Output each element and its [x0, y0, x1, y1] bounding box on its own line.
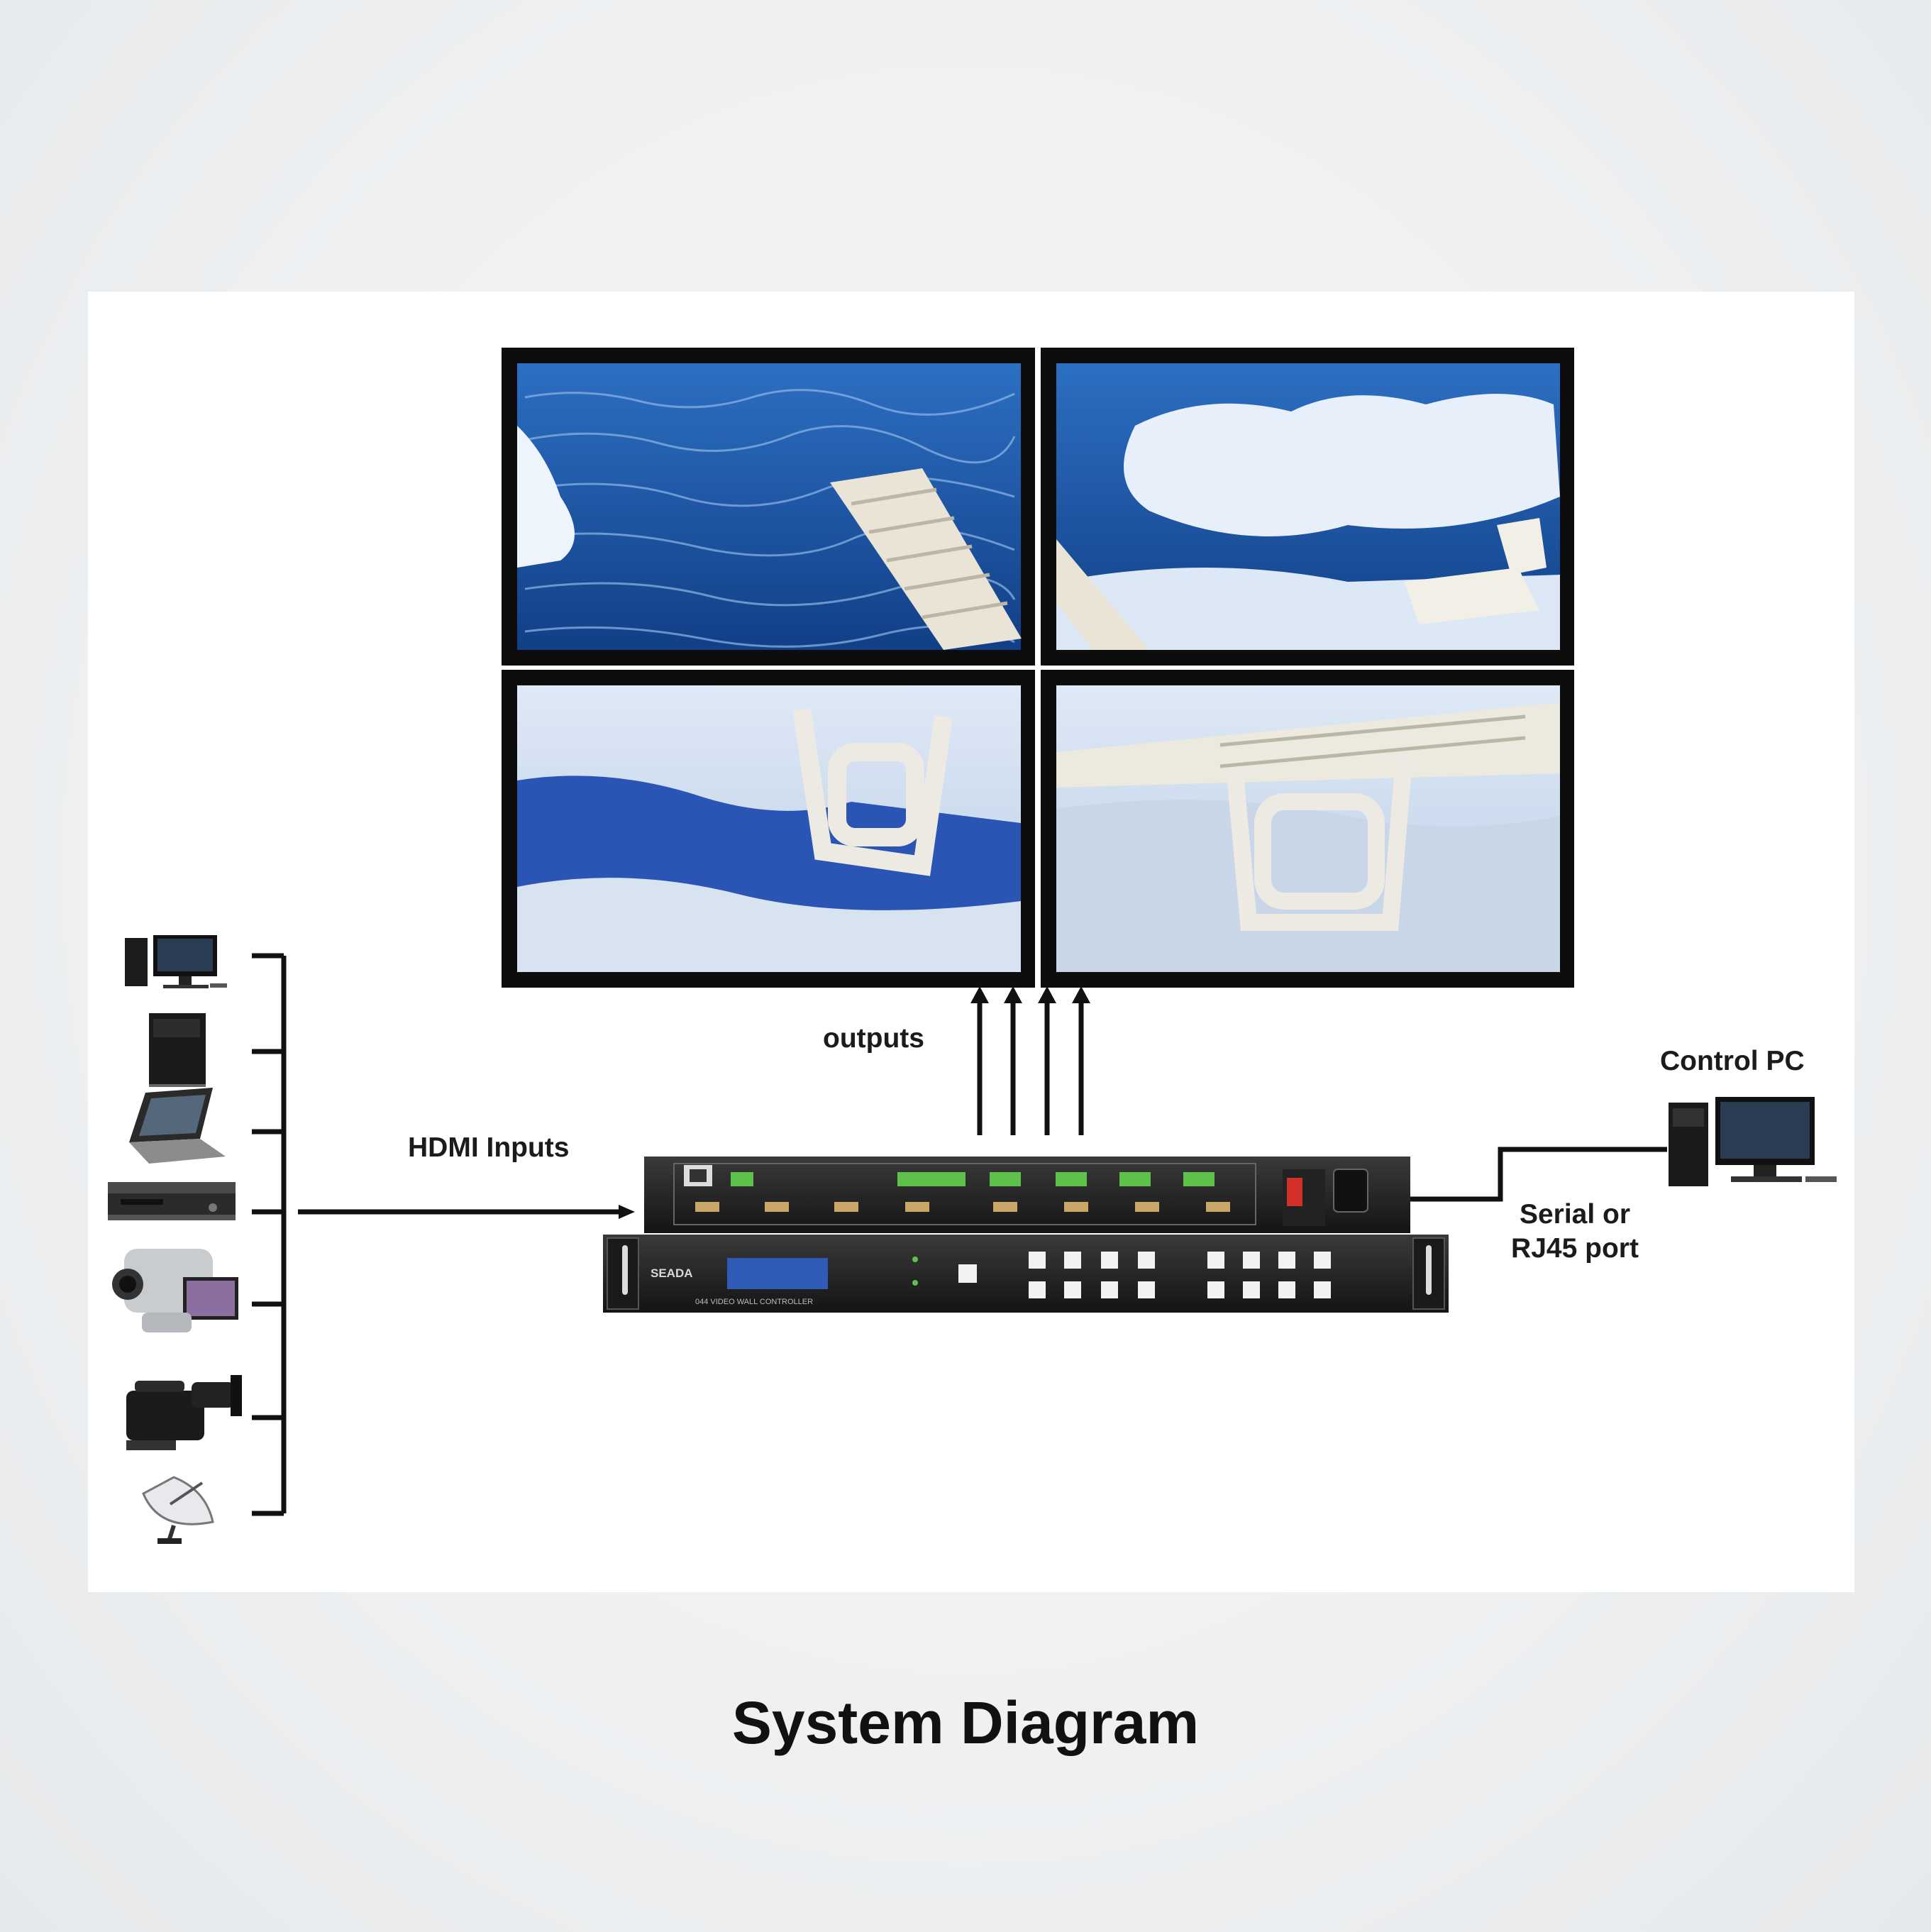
outputs-label: outputs	[823, 1023, 924, 1054]
camcorder-icon	[112, 1249, 238, 1332]
dvd-player-icon	[108, 1182, 236, 1220]
laptop-icon	[129, 1088, 226, 1164]
display-screen-4	[1041, 670, 1574, 988]
display-screen-2	[1041, 348, 1574, 666]
hdmi-inputs-label: HDMI Inputs	[408, 1132, 570, 1163]
pro-video-camera-icon	[126, 1375, 242, 1450]
control-pc-icon	[1669, 1097, 1837, 1186]
output-arrow-heads	[970, 986, 1090, 1003]
brand-logo: SEADA	[651, 1266, 693, 1280]
front-panel-buttons	[1029, 1252, 1331, 1298]
display-screen-1	[502, 348, 1035, 666]
controller-rear-panel	[644, 1157, 1410, 1233]
control-pc-label: Control PC	[1660, 1046, 1805, 1076]
page-caption: System Diagram	[731, 1689, 1200, 1756]
control-link	[1410, 1147, 1667, 1202]
display-screen-3	[502, 670, 1035, 988]
tower-pc-icon	[149, 1013, 206, 1087]
controller-front-panel: SEADA 044 VIDEO WALL CONTROLLER	[603, 1235, 1449, 1313]
serial-port-label-line1: Serial or	[1519, 1199, 1631, 1230]
serial-port-label-line2: RJ45 port	[1511, 1233, 1639, 1264]
source-bus	[252, 953, 621, 1516]
model-label: 044 VIDEO WALL CONTROLLER	[695, 1298, 813, 1306]
hdmi-input-arrow-head	[619, 1205, 635, 1219]
serial-port-label: Serial or RJ45 port	[1476, 1198, 1674, 1266]
desktop-computer-icon	[125, 935, 227, 988]
satellite-dish-icon	[142, 1476, 214, 1544]
video-wall	[502, 348, 1574, 988]
output-arrows	[977, 1002, 1084, 1135]
